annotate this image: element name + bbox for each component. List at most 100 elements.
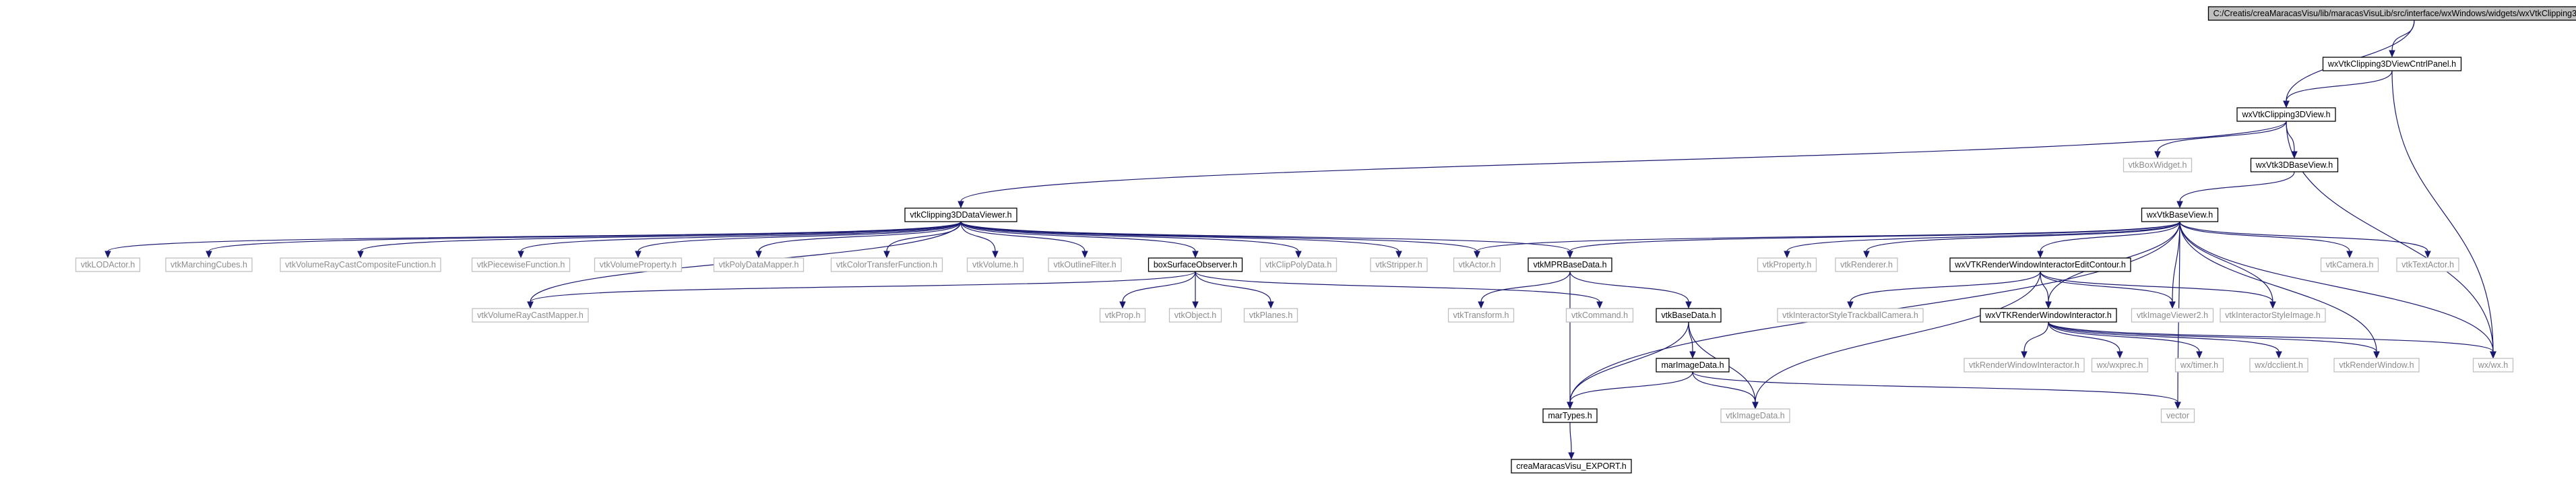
node-wxwx: wx/wx.h	[2472, 358, 2514, 373]
node-bso[interactable]: boxSurfaceObserver.h	[1148, 257, 1243, 272]
node-rwi[interactable]: wxVTKRenderWindowInteractor.h	[1980, 308, 2117, 323]
edge-rwiec-to-rwi	[2040, 271, 2049, 302]
node-box	[1720, 408, 1790, 423]
node-box	[1168, 308, 1222, 323]
node-box	[1542, 408, 1598, 423]
node-vprop: vtkVolumeProperty.h	[594, 257, 683, 272]
node-textactor: vtkTextActor.h	[2396, 257, 2459, 272]
arrowhead-bso-to-command	[1596, 301, 1603, 309]
edge-viewer-to-bso	[960, 221, 1196, 252]
arrowhead-root-to-cntrl	[2389, 50, 2395, 58]
node-vrcm: vtkVolumeRayCastMapper.h	[472, 308, 589, 323]
node-viewer[interactable]: vtkClipping3DDataViewer.h	[904, 207, 1017, 222]
node-label: vtkMarchingCubes.h	[170, 260, 247, 269]
node-box	[2333, 358, 2420, 373]
node-box	[713, 257, 805, 272]
edge-viewer-to-pwf	[520, 221, 962, 252]
node-box	[1949, 257, 2131, 272]
edge-rwi-to-wxexprec	[2048, 321, 2121, 352]
node-box	[1980, 308, 2117, 323]
arrowhead-bso-to-vobject	[1192, 301, 1199, 309]
node-stripper: vtkStripper.h	[1370, 257, 1428, 272]
node-box	[2322, 57, 2462, 71]
edge-viewer-to-actor	[960, 221, 1478, 252]
node-view[interactable]: wxVtkClipping3DView.h	[2236, 107, 2336, 122]
node-label: vtkPlanes.h	[1249, 311, 1293, 320]
node-box	[1528, 257, 1612, 272]
node-basev[interactable]: wxVtkBaseView.h	[2141, 207, 2219, 222]
edge-viewer-to-cpd	[960, 221, 1299, 252]
node-martypes[interactable]: marTypes.h	[1542, 408, 1598, 423]
node-box	[1835, 257, 1898, 272]
edge-rwiec-to-istc	[1850, 271, 2041, 302]
edge-base3d-to-basev	[2179, 171, 2295, 202]
arrowhead-viewer-to-vprop	[635, 251, 641, 259]
edge-bso-to-vrcm	[530, 271, 1196, 302]
edge-basev-to-textactor	[2179, 221, 2428, 252]
node-label: vtkCommand.h	[1571, 311, 1628, 320]
node-mcubes: vtkMarchingCubes.h	[165, 257, 253, 272]
node-box	[1777, 308, 1924, 323]
node-label: marTypes.h	[1548, 411, 1592, 420]
edge-bso-to-command	[1195, 271, 1600, 302]
edge-bso-to-vprop2	[1122, 271, 1196, 302]
edge-viewer-to-pdm	[758, 221, 962, 252]
node-box	[1370, 257, 1428, 272]
node-label: vtkInteractorStyleImage.h	[2225, 311, 2321, 320]
node-box	[1757, 257, 1817, 272]
edge-view-to-viewer	[960, 121, 2287, 202]
edge-mid-to-martypes	[1569, 371, 1693, 403]
node-vol: vtkVolume.h	[966, 257, 1024, 272]
arrowhead-basev-to-rwiec	[2037, 251, 2044, 259]
node-box	[2472, 358, 2514, 373]
edge-rwiec-to-imgdata	[1755, 271, 2041, 403]
node-label: vtkObject.h	[1174, 311, 1217, 320]
node-label: vtkPolyDataMapper.h	[719, 260, 799, 269]
edge-viewer-to-vrccf	[360, 221, 962, 252]
node-box	[2174, 358, 2224, 373]
node-basedata[interactable]: vtkBaseData.h	[1656, 308, 1722, 323]
arrowhead-mid-to-martypes	[1567, 402, 1573, 410]
node-mpr[interactable]: vtkMPRBaseData.h	[1528, 257, 1612, 272]
arrowhead-rwi-to-vrw	[2373, 351, 2380, 359]
node-box	[280, 257, 441, 272]
node-cntrl[interactable]: wxVtkClipping3DViewCntrlPanel.h	[2322, 57, 2462, 71]
node-mid[interactable]: marImageData.h	[1656, 358, 1730, 373]
node-label: vtkCamera.h	[2326, 260, 2374, 269]
arrowhead-mid-to-imgdata	[1752, 402, 1759, 410]
node-label: creaMaracasVisu_EXPORT.h	[1516, 461, 1627, 471]
edge-cntrl-to-wxwx	[2391, 70, 2494, 352]
node-vrw: vtkRenderWindow.h	[2333, 358, 2420, 373]
node-label: C:/Creatis/creaMaracasVisu/lib/maracasVi…	[2213, 9, 2576, 18]
node-rwiec[interactable]: wxVTKRenderWindowInteractorEditContour.h	[1949, 257, 2131, 272]
node-label: vtkTextActor.h	[2401, 260, 2454, 269]
arrowhead-view-to-viewer	[957, 201, 964, 209]
node-label: vtkVolumeRayCastCompositeFunction.h	[285, 260, 436, 269]
node-lod: vtkLODActor.h	[75, 257, 141, 272]
edge-basev-to-rwiec	[2040, 221, 2180, 252]
arrowhead-view-to-boxw	[2154, 151, 2161, 159]
node-camera: vtkCamera.h	[2320, 257, 2379, 272]
node-box	[1243, 308, 1298, 323]
arrowhead-viewer-to-bso	[1192, 251, 1199, 259]
edge-cntrl-to-view	[2286, 70, 2393, 102]
node-base3d[interactable]: wxVtk3DBaseView.h	[2250, 158, 2339, 172]
node-box	[2160, 408, 2195, 423]
arrowhead-viewer-to-outline	[1081, 251, 1088, 259]
arrowhead-basev-to-renderer	[1863, 251, 1870, 259]
arrowhead-bso-to-vrcm	[527, 301, 534, 309]
arrowhead-viewer-to-pwf	[517, 251, 524, 259]
edge-basedata-to-martypes	[1569, 321, 1689, 403]
node-label: vtkMPRBaseData.h	[1533, 260, 1606, 269]
edge-viewer-to-vprop	[637, 221, 962, 252]
node-label: vtkVolumeRayCastMapper.h	[477, 311, 584, 320]
edge-basev-to-camera	[2179, 221, 2350, 252]
node-wxexprec: wx/wxprec.h	[2091, 358, 2149, 373]
arrowhead-bso-to-planes	[1267, 301, 1274, 309]
node-wxdcclient: wx/dcclient.h	[2249, 358, 2308, 373]
node-root[interactable]: C:/Creatis/creaMaracasVisu/lib/maracasVi…	[2207, 6, 2576, 21]
node-export[interactable]: creaMaracasVisu_EXPORT.h	[1511, 459, 1632, 474]
edge-basev-to-istyleimg	[2179, 221, 2273, 302]
node-label: vtkProp.h	[1105, 311, 1141, 320]
